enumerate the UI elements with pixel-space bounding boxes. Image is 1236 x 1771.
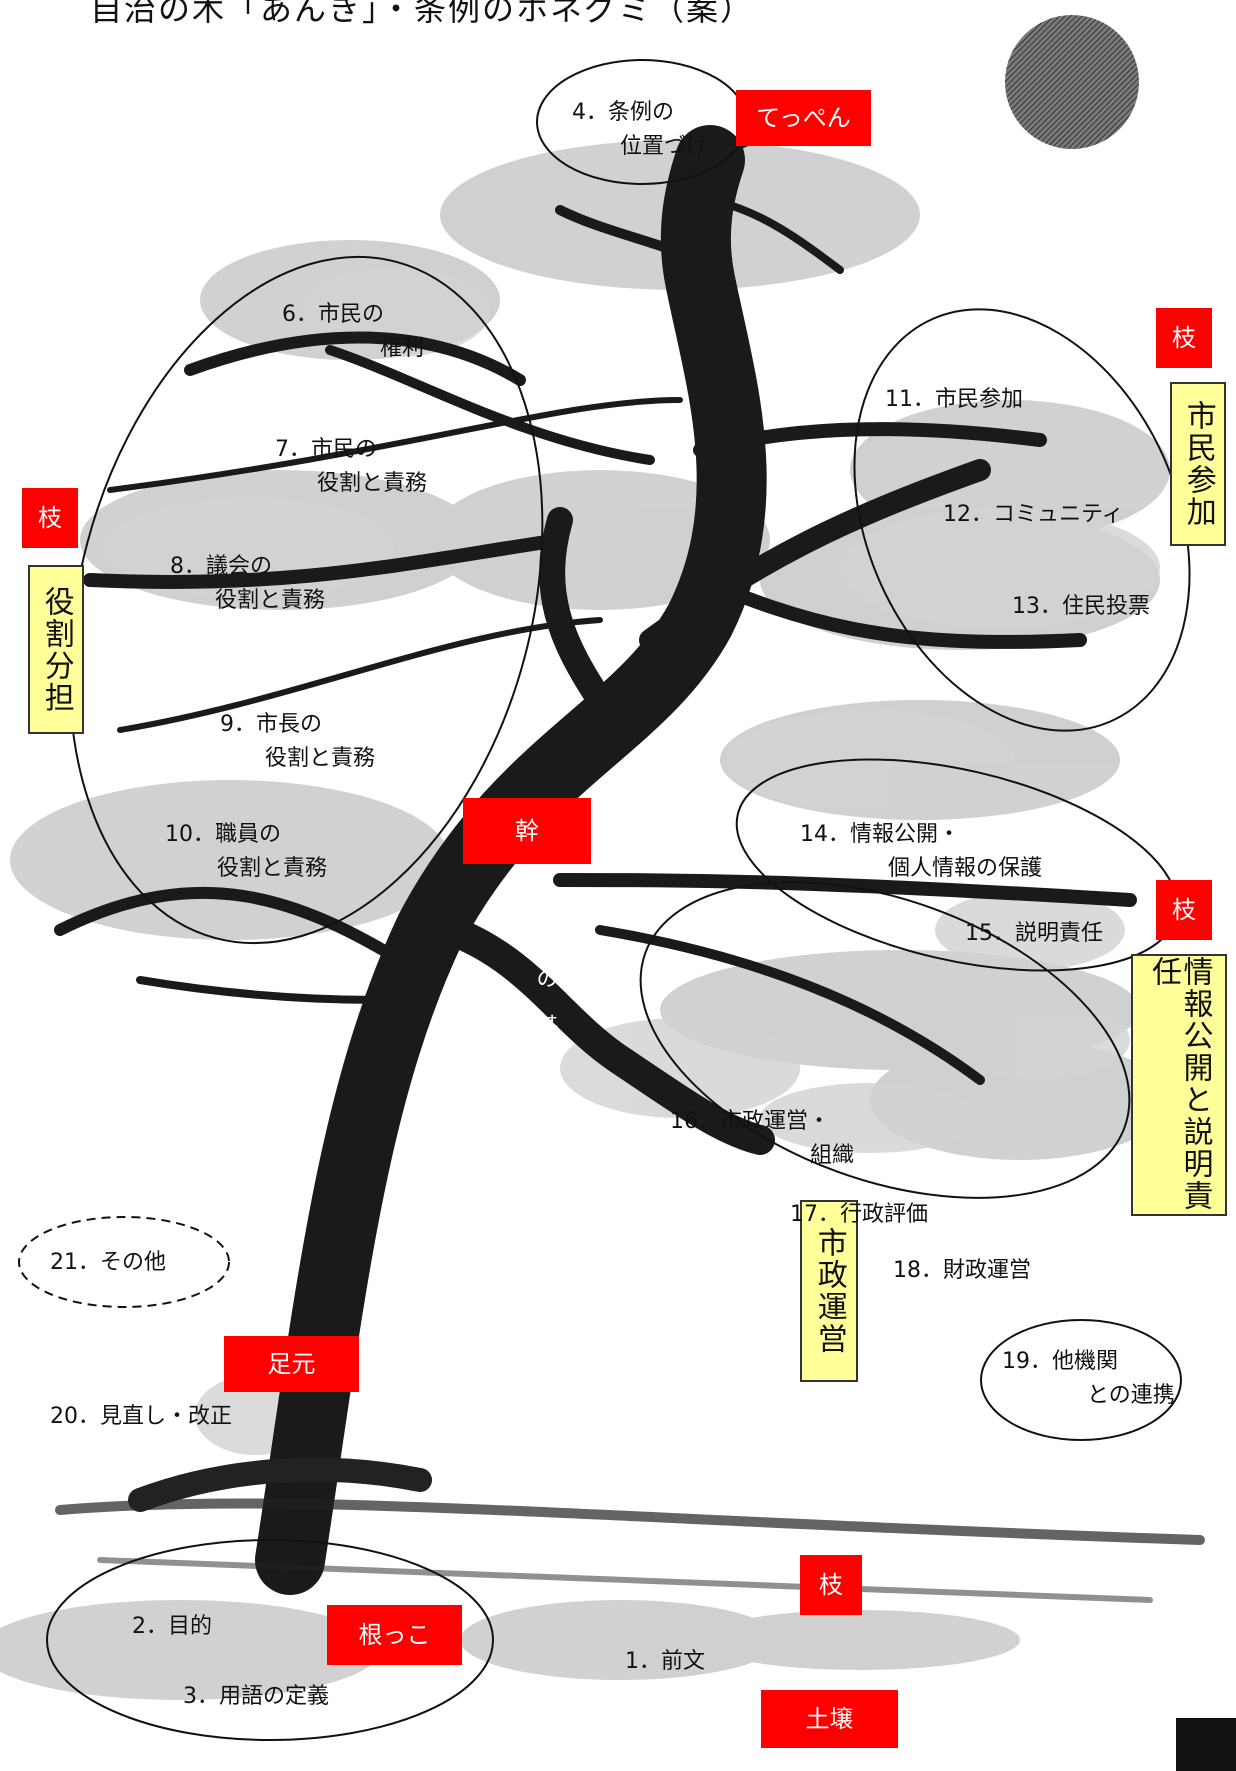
item-12: 12．コミュニティ <box>943 502 1124 527</box>
item-21: 21．その他 <box>50 1250 166 1275</box>
trunk-line-1: 5・自治の <box>532 876 558 989</box>
oval-participation-group <box>853 308 1191 732</box>
tag-eda-admin: 枝 <box>800 1555 862 1615</box>
page-title: 自治の木「あんき」・条例のホネグミ（案） <box>90 0 755 28</box>
item-10: 10．職員の役割と責務 <box>165 822 328 881</box>
item-2: 2．目的 <box>132 1614 212 1639</box>
item-15: 15．説明責任 <box>965 921 1103 946</box>
item-20: 20．見直し・改正 <box>50 1404 232 1429</box>
tag-teppen: てっぺん <box>736 90 871 146</box>
item-3: 3．用語の定義 <box>183 1684 329 1709</box>
item-17: 17．行政評価 <box>790 1202 928 1227</box>
tag-ashimoto: 足元 <box>224 1336 359 1392</box>
trunk-line-2: 基本原則 <box>532 1014 558 1102</box>
trunk-label: 5・自治の 基本原則 <box>532 876 558 1106</box>
trunk <box>54 125 1137 1595</box>
tag-eda-participation: 枝 <box>1156 308 1212 368</box>
item-7: 7．市民の役割と責務 <box>275 437 428 496</box>
ground <box>55 1457 1205 1603</box>
vtag-joho: 情報公開と説明責任 <box>1131 954 1227 1216</box>
oval-item-19 <box>980 1319 1182 1441</box>
vtag-yakuwari: 役割分担 <box>28 565 84 734</box>
corner-logo-icon <box>1176 1718 1236 1771</box>
moon-icon <box>1005 15 1139 149</box>
item-14: 14．情報公開・個人情報の保護 <box>800 822 1043 881</box>
item-19: 19．他機関との連携 <box>1002 1349 1175 1408</box>
vtag-shimin: 市民参加 <box>1170 382 1226 546</box>
tag-eda-disclosure: 枝 <box>1156 880 1212 940</box>
item-16: 16．市政運営・組織 <box>670 1109 855 1168</box>
tag-dojo: 土壌 <box>761 1690 898 1748</box>
item-9: 9．市長の役割と責務 <box>220 712 376 771</box>
item-8: 8．議会の役割と責務 <box>170 554 326 613</box>
item-4: 4．条例の位置づけ <box>572 100 709 159</box>
oval-roles-group <box>68 255 544 945</box>
item-18: 18．財政運営 <box>893 1258 1031 1283</box>
item-1: 1．前文 <box>625 1649 705 1674</box>
tag-miki: 幹 <box>463 798 591 864</box>
vtag-shisei: 市政運営 <box>800 1200 858 1382</box>
tag-nekko: 根っこ <box>327 1605 462 1665</box>
item-6: 6．市民の権利 <box>282 302 425 361</box>
item-11: 11．市民参加 <box>885 387 1023 412</box>
oval-item-21 <box>18 1216 230 1308</box>
item-13: 13．住民投票 <box>1012 594 1150 619</box>
oval-roots-group <box>46 1539 494 1741</box>
oval-admin-group <box>639 881 1131 1199</box>
tag-eda-roles: 枝 <box>22 488 78 548</box>
